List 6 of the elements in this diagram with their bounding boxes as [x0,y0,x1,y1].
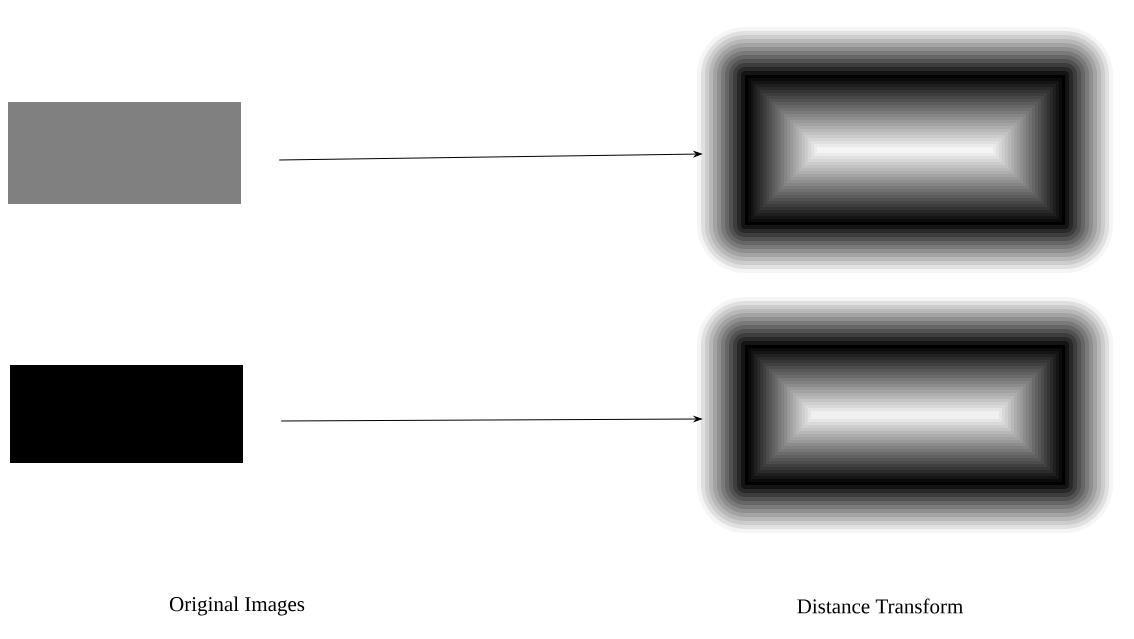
filled-rectangle [8,102,241,204]
arrow [280,416,702,422]
filled-rectangle [10,365,243,463]
caption-text: Distance Transform [797,598,963,614]
caption-text: Original Images [169,596,305,616]
arrow [278,151,702,161]
